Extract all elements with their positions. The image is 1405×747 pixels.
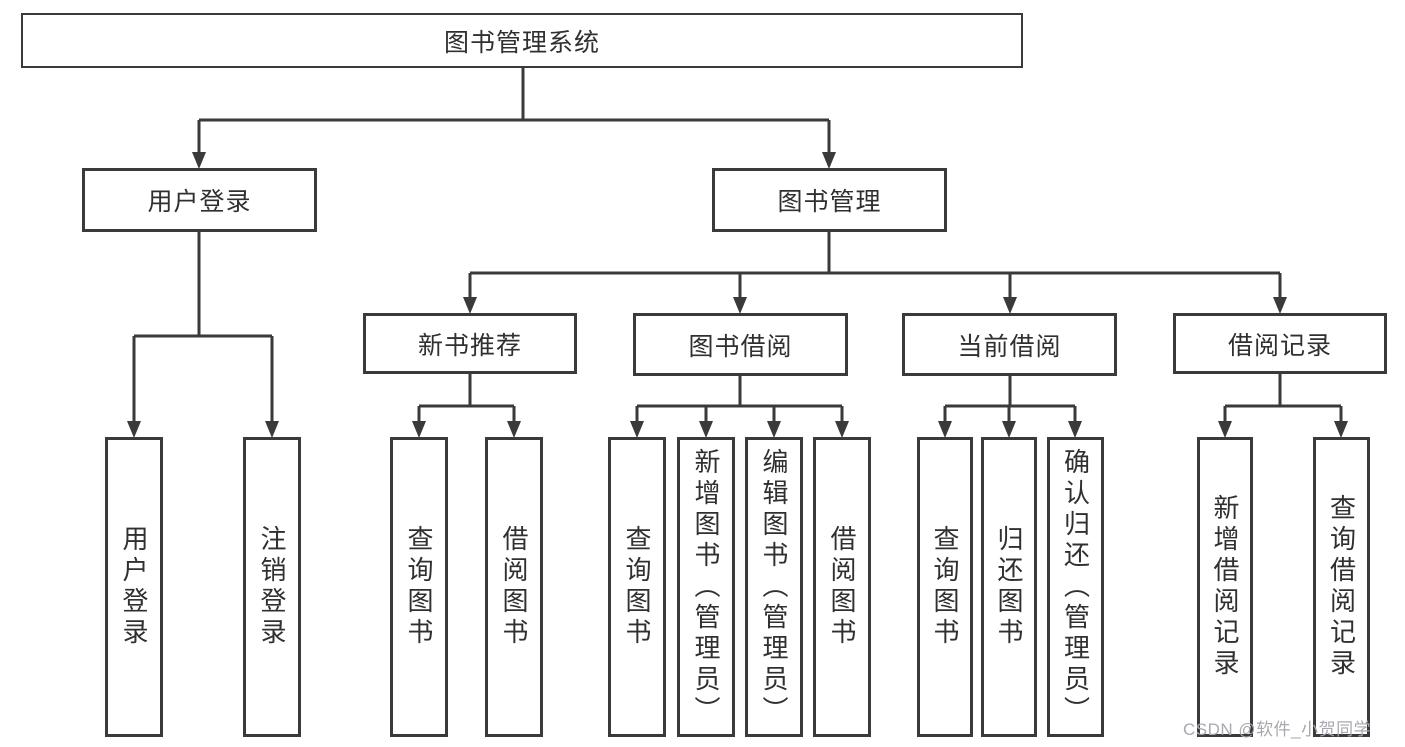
arrowhead-icon	[630, 421, 644, 438]
node-label: 新增借阅记录	[1210, 494, 1240, 680]
arrowhead-icon	[938, 421, 952, 438]
edge-split-borrow-records	[1218, 373, 1348, 438]
node-label: 查询图书	[404, 525, 434, 649]
node-leaf-cb-return: 归还图书	[981, 437, 1037, 737]
arrowhead-icon	[822, 152, 836, 169]
arrowhead-icon	[265, 421, 279, 438]
edge-split-book-borrow	[630, 375, 849, 438]
node-leaf-bb-borrow: 借阅图书	[813, 437, 871, 737]
node-leaf-br-add: 新增借阅记录	[1197, 437, 1253, 737]
node-label: 查询图书	[930, 525, 960, 649]
arrowhead-icon	[835, 421, 849, 438]
arrowhead-icon	[733, 297, 747, 314]
arrowhead-icon	[1334, 421, 1348, 438]
arrowhead-icon	[1002, 421, 1016, 438]
node-label: 借阅图书	[499, 525, 529, 649]
node-leaf-user-login: 用户登录	[105, 437, 163, 737]
node-label: 编辑图书（管理员）	[759, 447, 789, 727]
arrowhead-icon	[1003, 297, 1017, 314]
node-leaf-nb-borrow: 借阅图书	[485, 437, 543, 737]
node-leaf-cb-confirm: 确认归还（管理员）	[1047, 437, 1104, 737]
node-label: 注销登录	[257, 525, 287, 649]
arrowhead-icon	[699, 421, 713, 438]
node-user-login: 用户登录	[82, 168, 317, 232]
node-leaf-bb-query: 查询图书	[608, 437, 666, 737]
node-book-borrow: 图书借阅	[633, 313, 848, 376]
edge-split-new-book-rec	[412, 373, 521, 438]
node-label: 确认归还（管理员）	[1060, 447, 1091, 727]
node-label: 用户登录	[119, 525, 149, 649]
arrowhead-icon	[507, 421, 521, 438]
node-leaf-cb-query: 查询图书	[917, 437, 973, 737]
node-borrow-records: 借阅记录	[1173, 313, 1387, 374]
node-new-book-rec: 新书推荐	[363, 313, 577, 374]
node-label: 查询图书	[622, 525, 652, 649]
node-book-mgmt: 图书管理	[712, 168, 947, 232]
arrowhead-icon	[767, 421, 781, 438]
arrowhead-icon	[127, 421, 141, 438]
node-current-borrow: 当前借阅	[902, 313, 1117, 376]
arrowhead-icon	[192, 152, 206, 169]
node-label: 归还图书	[994, 525, 1024, 649]
node-leaf-br-query: 查询借阅记录	[1313, 437, 1370, 737]
node-label: 新增图书（管理员）	[691, 447, 721, 727]
node-leaf-bb-add: 新增图书（管理员）	[677, 437, 735, 737]
edge-split-root	[192, 67, 836, 169]
arrowhead-icon	[1273, 297, 1287, 314]
watermark: CSDN @软件_小贺同学	[1183, 720, 1372, 739]
node-leaf-logout: 注销登录	[243, 437, 301, 737]
edge-split-user-login	[127, 231, 279, 438]
node-leaf-bb-edit: 编辑图书（管理员）	[745, 437, 803, 737]
node-root: 图书管理系统	[21, 13, 1023, 68]
arrowhead-icon	[1218, 421, 1232, 438]
arrowhead-icon	[1068, 421, 1082, 438]
node-leaf-nb-query: 查询图书	[390, 437, 448, 737]
node-label: 查询借阅记录	[1326, 494, 1357, 680]
arrowhead-icon	[463, 297, 477, 314]
node-label: 借阅图书	[827, 525, 857, 649]
edge-split-book-mgmt	[463, 231, 1287, 314]
edge-split-current-borrow	[938, 375, 1082, 438]
arrowhead-icon	[412, 421, 426, 438]
